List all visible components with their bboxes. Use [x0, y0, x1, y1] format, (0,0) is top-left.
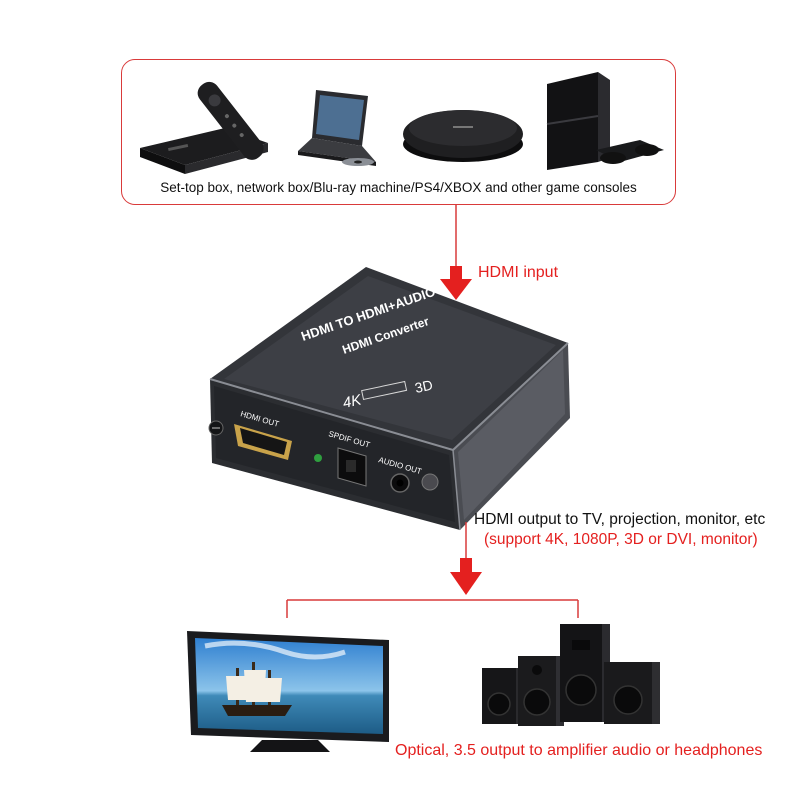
spdif-out-port — [337, 447, 367, 487]
network-box-icon — [403, 110, 523, 162]
source-devices-caption: Set-top box, network box/Blu-ray machine… — [160, 180, 637, 195]
hdmi-input-arrow — [440, 266, 472, 300]
power-led — [314, 454, 322, 462]
set-top-box-icon — [140, 81, 268, 174]
hdmi-converter-device — [208, 267, 570, 531]
audio-out-port — [390, 473, 410, 493]
hdmi-output-arrow — [450, 558, 482, 595]
game-console-icon — [546, 72, 664, 170]
hdmi-output-label: HDMI output to TV, projection, monitor, … — [474, 511, 766, 528]
tv-icon — [187, 631, 389, 752]
badge-4k: 4K — [341, 391, 363, 412]
hdmi-input-label: HDMI input — [478, 264, 559, 281]
output-branch-connector — [286, 599, 579, 618]
hdmi-output-support-note: (support 4K, 1080P, 3D or DVI, monitor) — [484, 531, 758, 548]
badge-3d: 3D — [413, 377, 434, 396]
audio-output-caption: Optical, 3.5 output to amplifier audio o… — [395, 742, 763, 759]
hdmi-out-port — [234, 424, 292, 460]
laptop-icon — [298, 90, 376, 166]
speakers-icon — [482, 624, 660, 726]
